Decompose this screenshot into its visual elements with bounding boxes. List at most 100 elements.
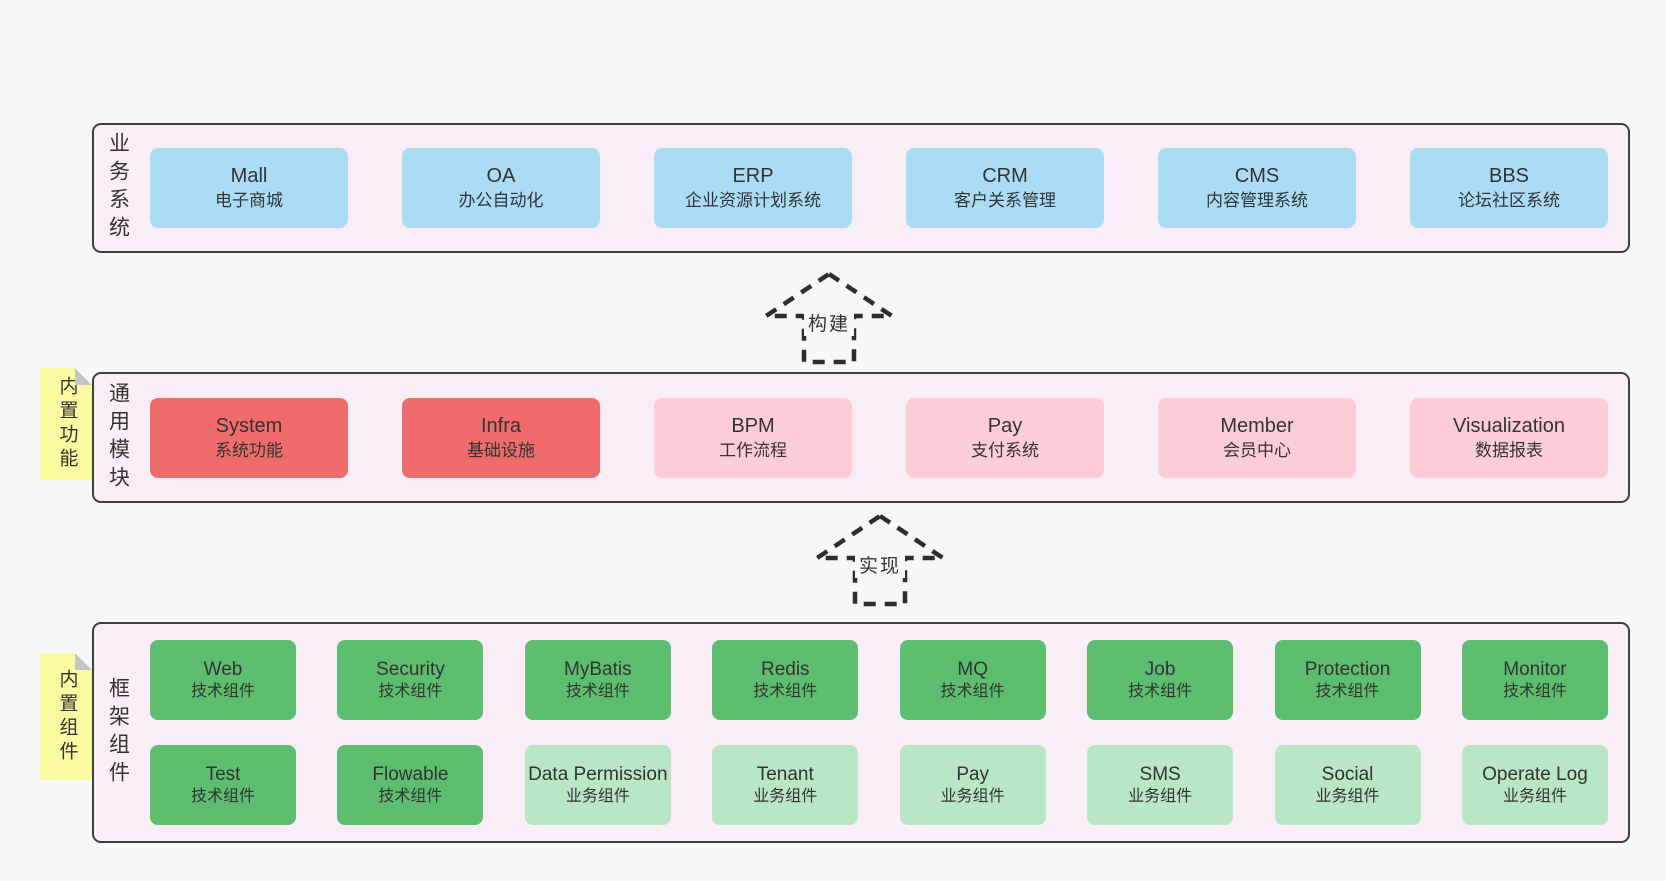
box-title: BPM [731, 414, 775, 437]
box-subtitle: 电子商城 [215, 191, 283, 211]
box-subtitle: 客户关系管理 [954, 191, 1056, 211]
box-mall: Mall 电子商城 [150, 148, 348, 228]
section-label-text: 框架组件 [106, 676, 130, 789]
box-oa: OA 办公自动化 [402, 148, 600, 228]
box-web: Web 技术组件 [150, 640, 296, 720]
box-title: Data Permission [528, 764, 668, 786]
box-pay: Pay 支付系统 [906, 397, 1104, 478]
box-system: System 系统功能 [150, 397, 348, 478]
box-subtitle: 业务组件 [565, 787, 630, 805]
sticky-note-built-in-features: 内置功能 [40, 368, 92, 480]
box-title: Flowable [372, 764, 449, 786]
section-modules-content: System 系统功能 Infra 基础设施 BPM 工作流程 Pay 支付系统… [142, 374, 1628, 501]
box-pay-component: Pay 业务组件 [899, 745, 1046, 825]
box-subtitle: 支付系统 [971, 440, 1039, 460]
box-subtitle: 论坛社区系统 [1458, 191, 1560, 211]
box-subtitle: 技术组件 [753, 682, 818, 700]
box-bbs: BBS 论坛社区系统 [1410, 148, 1608, 228]
box-subtitle: 业务组件 [753, 787, 818, 805]
box-erp: ERP 企业资源计划系统 [654, 148, 852, 228]
business-box-row: Mall 电子商城 OA 办公自动化 ERP 企业资源计划系统 CRM 客户关系… [150, 148, 1608, 228]
section-label-framework: 框架组件 [94, 624, 142, 841]
folded-corner-icon [75, 653, 92, 670]
box-subtitle: 技术组件 [1315, 682, 1380, 700]
box-subtitle: 系统功能 [215, 440, 283, 460]
sticky-note-built-in-components: 内置组件 [40, 653, 92, 780]
box-title: Infra [480, 414, 522, 437]
box-title: OA [486, 165, 516, 188]
section-business-content: Mall 电子商城 OA 办公自动化 ERP 企业资源计划系统 CRM 客户关系… [142, 125, 1628, 251]
arrow-implement: 实现 [810, 512, 950, 608]
box-title: Test [205, 764, 241, 786]
sticky-text: 内置功能 [56, 376, 78, 472]
box-title: SMS [1139, 764, 1181, 786]
box-subtitle: 数据报表 [1475, 440, 1543, 460]
box-title: MyBatis [564, 659, 632, 681]
box-title: Member [1220, 414, 1294, 437]
framework-box-row-2: Test 技术组件 Flowable 技术组件 Data Permission … [150, 745, 1608, 825]
box-title: Social [1321, 764, 1374, 786]
box-title: Pay [956, 764, 990, 786]
box-title: CMS [1234, 165, 1280, 188]
box-test: Test 技术组件 [150, 745, 296, 825]
box-subtitle: 技术组件 [1502, 682, 1567, 700]
section-label-text: 通用模块 [106, 381, 130, 494]
box-subtitle: 技术组件 [940, 682, 1005, 700]
box-title: Protection [1304, 659, 1391, 681]
section-label-modules: 通用模块 [94, 374, 142, 501]
box-mq: MQ 技术组件 [899, 640, 1046, 720]
box-title: Web [203, 659, 243, 681]
box-subtitle: 技术组件 [378, 682, 443, 700]
box-title: Job [1144, 659, 1176, 681]
box-subtitle: 技术组件 [1128, 682, 1193, 700]
arrow-build: 构建 [759, 270, 899, 366]
section-label-business: 业务系统 [94, 125, 142, 251]
box-sms: SMS 业务组件 [1087, 745, 1234, 825]
box-subtitle: 技术组件 [378, 787, 443, 805]
box-monitor: Monitor 技术组件 [1461, 640, 1608, 720]
box-subtitle: 技术组件 [190, 787, 255, 805]
box-title: MQ [957, 659, 988, 681]
modules-box-row: System 系统功能 Infra 基础设施 BPM 工作流程 Pay 支付系统… [150, 397, 1608, 478]
folded-corner-icon [75, 368, 92, 385]
box-title: Security [376, 659, 445, 681]
box-subtitle: 企业资源计划系统 [685, 191, 821, 211]
box-subtitle: 工作流程 [719, 440, 787, 460]
box-title: ERP [732, 165, 774, 188]
box-data-permission: Data Permission 业务组件 [524, 745, 671, 825]
box-title: Visualization [1453, 414, 1565, 437]
arrow-implement-label: 实现 [854, 551, 906, 578]
box-subtitle: 业务组件 [1315, 787, 1380, 805]
box-title: Pay [987, 414, 1023, 437]
framework-box-row-1: Web 技术组件 Security 技术组件 MyBatis 技术组件 Redi… [150, 640, 1608, 720]
box-security: Security 技术组件 [337, 640, 484, 720]
arrow-build-label: 构建 [803, 309, 855, 336]
section-framework-components: 框架组件 Web 技术组件 Security 技术组件 MyBatis 技术组件… [92, 622, 1630, 843]
box-title: BBS [1488, 165, 1530, 188]
box-operate-log: Operate Log 业务组件 [1461, 745, 1608, 825]
box-subtitle: 内容管理系统 [1206, 191, 1308, 211]
box-infra: Infra 基础设施 [402, 397, 600, 478]
box-protection: Protection 技术组件 [1274, 640, 1421, 720]
box-subtitle: 业务组件 [1502, 787, 1567, 805]
box-subtitle: 技术组件 [565, 682, 630, 700]
section-label-text: 业务系统 [106, 132, 130, 244]
box-title: CRM [982, 165, 1028, 188]
box-title: Redis [760, 659, 810, 681]
box-title: Monitor [1503, 659, 1567, 681]
box-title: Mall [230, 165, 268, 188]
section-common-modules: 通用模块 System 系统功能 Infra 基础设施 BPM 工作流程 Pay… [92, 372, 1630, 503]
box-subtitle: 技术组件 [190, 682, 255, 700]
box-subtitle: 业务组件 [940, 787, 1005, 805]
box-flowable: Flowable 技术组件 [337, 745, 484, 825]
box-mybatis: MyBatis 技术组件 [524, 640, 671, 720]
box-subtitle: 业务组件 [1128, 787, 1193, 805]
box-crm: CRM 客户关系管理 [906, 148, 1104, 228]
section-framework-content: Web 技术组件 Security 技术组件 MyBatis 技术组件 Redi… [142, 624, 1628, 841]
box-title: System [215, 414, 283, 437]
box-member: Member 会员中心 [1158, 397, 1356, 478]
box-tenant: Tenant 业务组件 [712, 745, 859, 825]
box-bpm: BPM 工作流程 [654, 397, 852, 478]
box-title: Tenant [756, 764, 814, 786]
